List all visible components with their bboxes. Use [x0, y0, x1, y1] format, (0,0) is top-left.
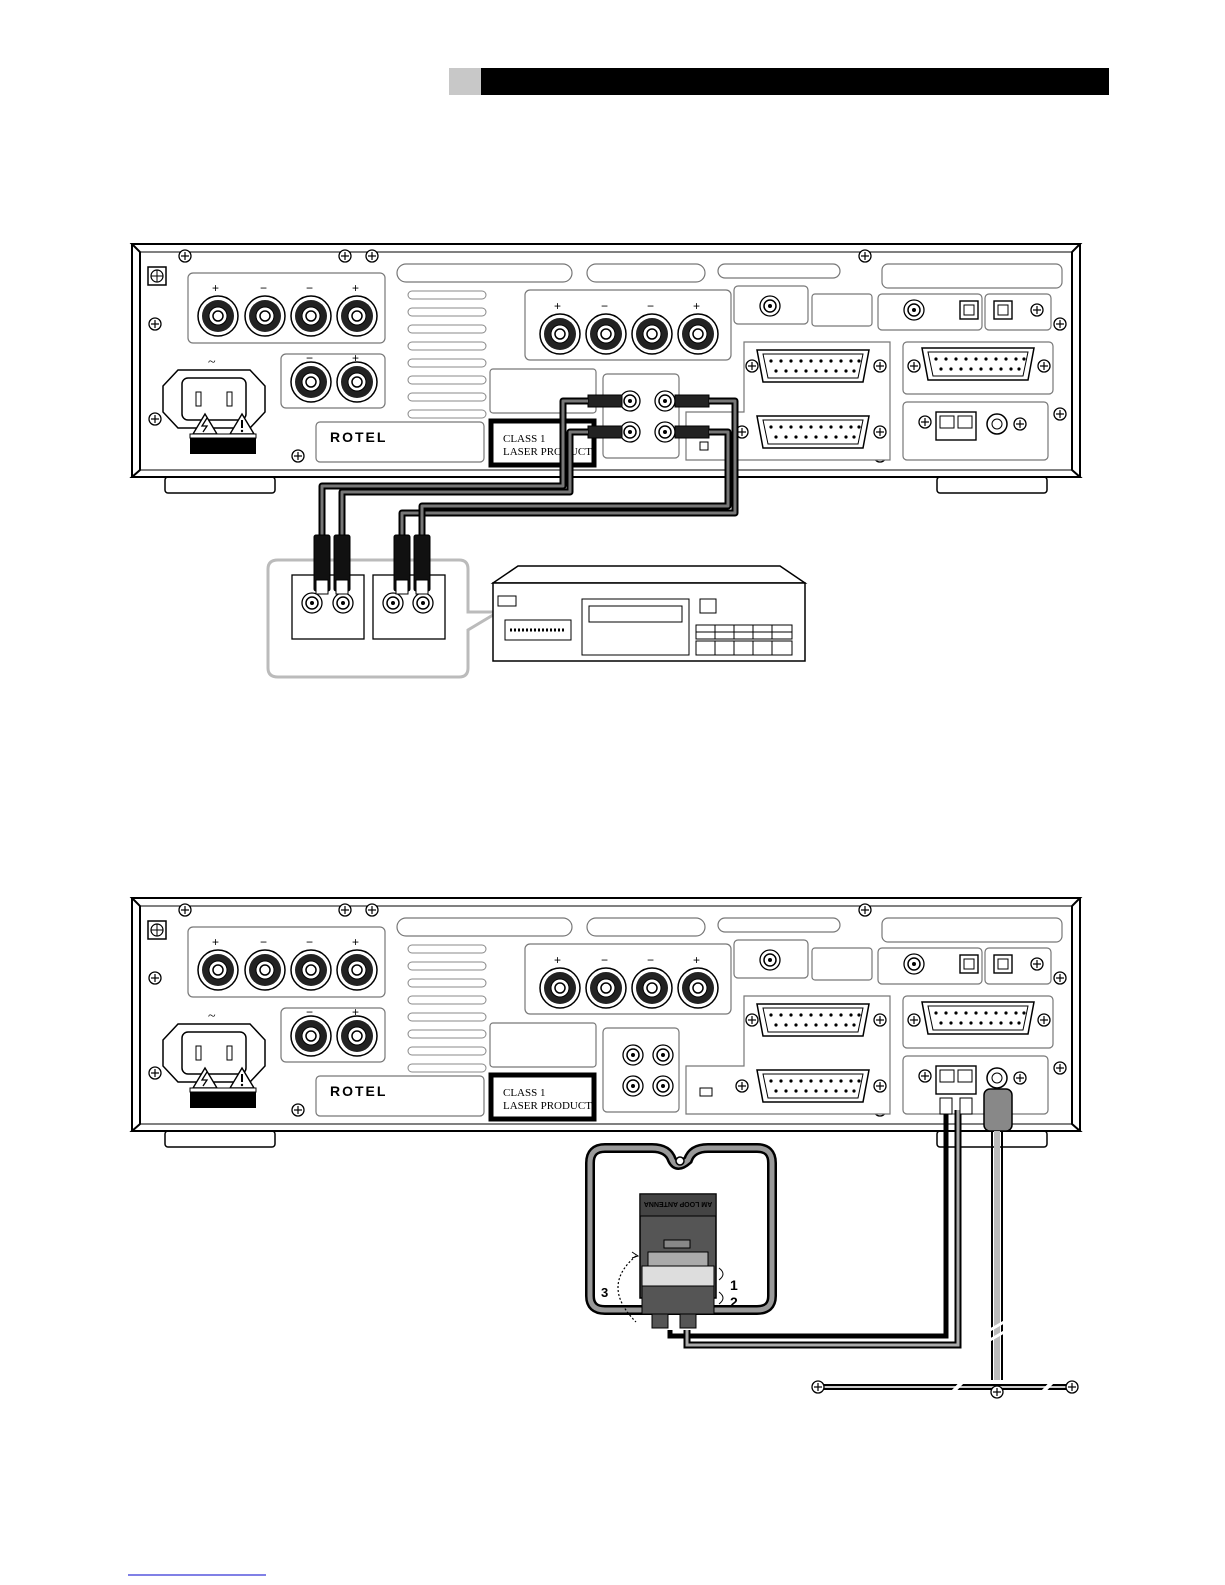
minus-mark: −: [601, 953, 608, 967]
minus-mark: −: [647, 953, 654, 967]
am-loop-antenna: AM LOOP ANTENNA 1 2 3: [590, 1148, 772, 1328]
rca-jack: [655, 391, 675, 411]
rca-jack: [655, 422, 675, 442]
step-2: 2: [730, 1294, 738, 1310]
switch-icon: [700, 442, 708, 450]
receiver-rear-panel-1: CLASS 1 LASER PRODUCT ROTEL ~ + − − + − …: [132, 244, 1080, 493]
minus-mark: −: [647, 299, 654, 313]
rca-jack: [620, 391, 640, 411]
switch-icon: [700, 1088, 712, 1096]
minus-mark: −: [306, 351, 313, 365]
plus-mark: +: [212, 935, 219, 949]
rca-jack: [620, 422, 640, 442]
receiver-rear-panel-2: CLASS 1 LASER PRODUCT ROTEL ~ + − − + − …: [132, 898, 1080, 1147]
plus-mark: +: [554, 299, 561, 313]
laser-label-line2: LASER PRODUCT: [503, 446, 592, 458]
ac-symbol: ~: [208, 1009, 216, 1024]
minus-mark: −: [306, 1005, 313, 1019]
plus-mark: +: [352, 351, 359, 365]
header-tab: [449, 68, 481, 95]
cd-recorder: [493, 566, 805, 661]
brand-logo: ROTEL: [330, 1083, 387, 1099]
plus-mark: +: [693, 953, 700, 967]
laser-label-line1: CLASS 1: [503, 1087, 546, 1099]
plus-mark: +: [352, 1005, 359, 1019]
ac-symbol: ~: [208, 355, 216, 370]
plus-mark: +: [554, 953, 561, 967]
header-bar: [481, 68, 1109, 95]
laser-label-line1: CLASS 1: [503, 433, 546, 445]
plus-mark: +: [352, 281, 359, 295]
minus-mark: −: [260, 935, 267, 949]
minus-mark: −: [306, 281, 313, 295]
figure-2-antenna-connection: CLASS 1 LASER PRODUCT ROTEL ~ + − − + − …: [132, 898, 1080, 1398]
antenna-label: AM LOOP ANTENNA: [644, 1200, 712, 1207]
step-3: 3: [601, 1285, 608, 1300]
plus-mark: +: [212, 281, 219, 295]
figure-1-cd-recorder-connection: CLASS 1 LASER PRODUCT ROTEL ~ + − − + − …: [132, 244, 1080, 677]
recorder-jack-callout: [268, 535, 498, 677]
minus-mark: −: [306, 935, 313, 949]
laser-label-line2: LASER PRODUCT: [503, 1100, 592, 1112]
plus-mark: +: [352, 935, 359, 949]
plus-mark: +: [693, 299, 700, 313]
minus-mark: −: [260, 281, 267, 295]
minus-mark: −: [601, 299, 608, 313]
brand-logo: ROTEL: [330, 429, 387, 445]
step-1: 1: [730, 1277, 738, 1293]
